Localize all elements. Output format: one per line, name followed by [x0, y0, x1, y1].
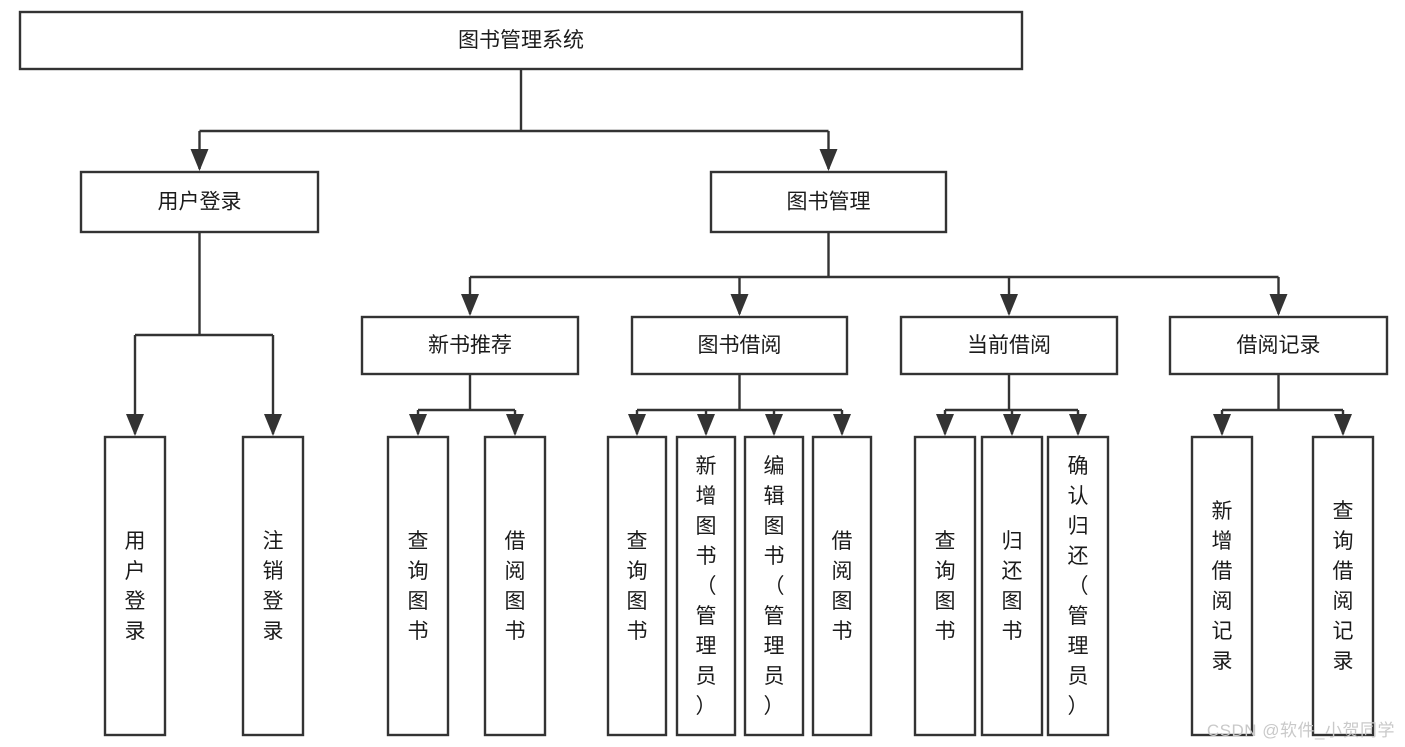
- node-borrow-record[interactable]: 借阅记录: [1168, 315, 1389, 376]
- node-new-book-rec[interactable]: 新书推荐: [360, 315, 580, 376]
- node-label: 查询图书: [408, 530, 429, 643]
- node-box: [386, 435, 450, 737]
- node-box: [980, 435, 1044, 737]
- node-leaf-confirm-return[interactable]: 确认归还（管理员）: [1046, 435, 1110, 737]
- node-box: [1168, 315, 1389, 376]
- node-label: 归还图书: [1002, 530, 1023, 643]
- arrow-head-icon: [1069, 414, 1087, 436]
- node-box: [675, 435, 737, 737]
- node-label: 图书管理: [787, 191, 871, 214]
- arrow-head-icon: [730, 294, 749, 316]
- arrow-head-icon: [409, 414, 427, 436]
- node-box: [103, 435, 167, 737]
- node-layer: 图书管理系统用户登录图书管理新书推荐图书借阅当前借阅借阅记录用户登录注销登录查询…: [18, 10, 1389, 737]
- node-leaf-user-logout[interactable]: 注销登录: [241, 435, 305, 737]
- node-label: 新书推荐: [428, 334, 512, 357]
- node-label: 查询借阅记录: [1333, 500, 1354, 673]
- node-current-borrow[interactable]: 当前借阅: [899, 315, 1119, 376]
- node-leaf-query-record[interactable]: 查询借阅记录: [1311, 435, 1375, 737]
- node-box: [606, 435, 668, 737]
- arrow-head-icon: [1334, 414, 1352, 436]
- node-label: 新增图书（管理员）: [696, 455, 717, 718]
- arrow-head-icon: [461, 294, 479, 316]
- node-box: [483, 435, 547, 737]
- arrow-head-icon: [1213, 414, 1231, 436]
- node-root[interactable]: 图书管理系统: [18, 10, 1024, 71]
- arrow-head-icon: [697, 414, 715, 436]
- node-box: [18, 10, 1024, 71]
- node-box: [1046, 435, 1110, 737]
- node-box: [241, 435, 305, 737]
- node-label: 图书管理系统: [458, 29, 584, 52]
- node-box: [1311, 435, 1375, 737]
- node-leaf-add-record[interactable]: 新增借阅记录: [1190, 435, 1254, 737]
- arrow-head-icon: [819, 149, 838, 171]
- node-label: 用户登录: [125, 530, 146, 643]
- node-leaf-return-book[interactable]: 归还图书: [980, 435, 1044, 737]
- node-label: 确认归还（管理员）: [1068, 455, 1089, 718]
- node-book-manage[interactable]: 图书管理: [709, 170, 948, 234]
- node-leaf-query-book-3[interactable]: 查询图书: [913, 435, 977, 737]
- arrow-head-icon: [765, 414, 783, 436]
- node-leaf-add-book[interactable]: 新增图书（管理员）: [675, 435, 737, 737]
- node-user-login[interactable]: 用户登录: [79, 170, 320, 234]
- arrow-head-icon: [190, 149, 209, 171]
- arrow-head-icon: [1000, 294, 1018, 316]
- node-leaf-query-book-1[interactable]: 查询图书: [386, 435, 450, 737]
- node-box: [630, 315, 849, 376]
- node-box: [743, 435, 805, 737]
- node-book-borrow[interactable]: 图书借阅: [630, 315, 849, 376]
- node-leaf-borrow-book-2[interactable]: 借阅图书: [811, 435, 873, 737]
- arrow-head-icon: [1269, 294, 1288, 316]
- node-leaf-borrow-book-1[interactable]: 借阅图书: [483, 435, 547, 737]
- node-label: 用户登录: [158, 191, 242, 214]
- node-label: 编辑图书（管理员）: [764, 455, 785, 718]
- node-label: 注销登录: [263, 530, 284, 643]
- node-leaf-query-book-2[interactable]: 查询图书: [606, 435, 668, 737]
- connector-layer: [126, 69, 1352, 436]
- node-label: 借阅图书: [505, 530, 526, 643]
- node-box: [1190, 435, 1254, 737]
- node-box: [360, 315, 580, 376]
- arrow-head-icon: [833, 414, 851, 436]
- node-leaf-user-login[interactable]: 用户登录: [103, 435, 167, 737]
- node-label: 借阅记录: [1237, 334, 1321, 357]
- node-label: 查询图书: [935, 530, 956, 643]
- node-box: [79, 170, 320, 234]
- node-label: 当前借阅: [967, 334, 1051, 357]
- node-box: [913, 435, 977, 737]
- arrow-head-icon: [506, 414, 524, 436]
- node-leaf-edit-book[interactable]: 编辑图书（管理员）: [743, 435, 805, 737]
- arrow-head-icon: [936, 414, 954, 436]
- arrow-head-icon: [264, 414, 282, 436]
- node-box: [709, 170, 948, 234]
- node-label: 图书借阅: [698, 334, 782, 357]
- node-box: [899, 315, 1119, 376]
- node-label: 新增借阅记录: [1212, 500, 1233, 673]
- node-label: 借阅图书: [832, 530, 853, 643]
- arrow-head-icon: [628, 414, 646, 436]
- arrow-head-icon: [126, 414, 144, 436]
- arrow-head-icon: [1003, 414, 1021, 436]
- node-box: [811, 435, 873, 737]
- node-label: 查询图书: [627, 530, 648, 643]
